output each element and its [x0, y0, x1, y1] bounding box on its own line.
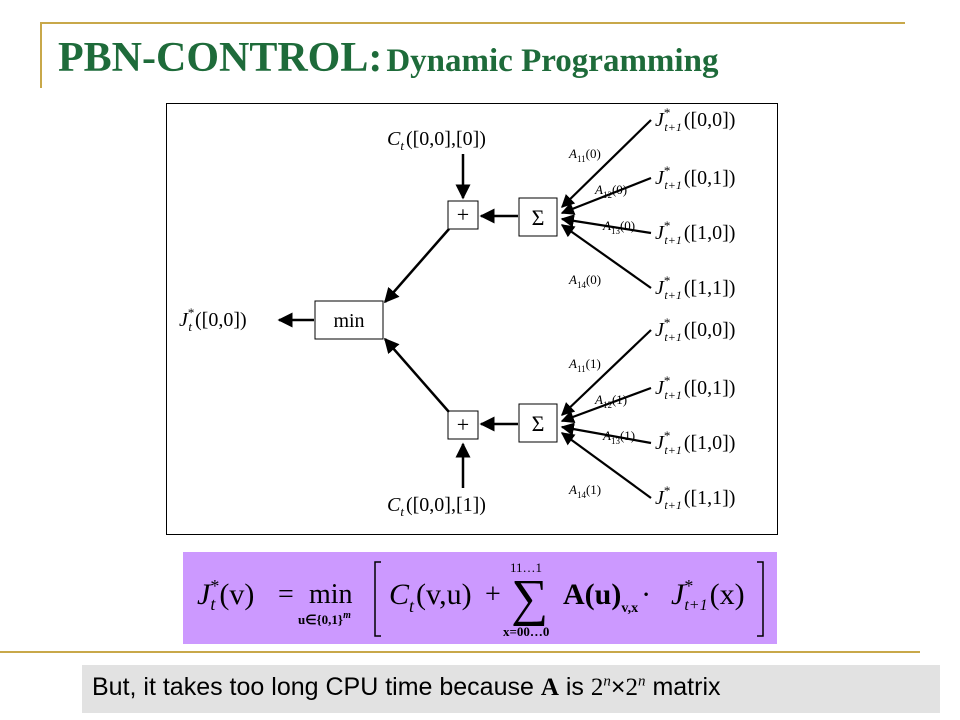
sum-symbol-top: Σ — [532, 205, 545, 230]
edge-weight-label: A12(0) — [594, 182, 627, 200]
right-bracket — [757, 561, 764, 637]
output-label: J*t([0,0]) — [179, 305, 247, 334]
edge-weight-label: A14(1) — [568, 482, 601, 500]
next-state-label: J*t+1([0,1]) — [655, 163, 735, 192]
edge-weight-label: A11(1) — [568, 356, 601, 374]
sum-box-top — [518, 197, 558, 237]
sum-box-bottom — [518, 403, 558, 443]
cost-top-label: Ct([0,0],[0]) — [387, 128, 486, 153]
edge-weight-label: A12(1) — [594, 392, 627, 410]
next-state-label: J*t+1([0,1]) — [655, 373, 735, 402]
note-bold-A: A — [540, 674, 559, 701]
formula-cost: Ct(v,u) — [389, 578, 472, 616]
formula-min: min — [309, 579, 353, 610]
arrow-plus-bottom-to-min — [384, 337, 450, 413]
edge-weight-label: A11(0) — [568, 146, 601, 164]
min-box — [314, 300, 384, 340]
next-state-label: J*t+1([0,0]) — [655, 105, 735, 134]
arrow-plus-top-to-min — [384, 228, 450, 304]
note-matrix-size: 2n×2n — [590, 673, 646, 701]
formula-A-term: A(u)v,x· — [563, 578, 651, 616]
formula-plus: + — [485, 579, 501, 610]
note-is: is — [565, 673, 584, 701]
frame-bottom-line — [0, 651, 920, 653]
title-sub: Dynamic Programming — [386, 43, 719, 79]
next-state-label: J*t+1([1,1]) — [655, 483, 735, 512]
dp-diagram-svg: Ct([0,0],[0]) Ct([0,0],[1]) + + Σ Σ — [179, 105, 735, 519]
formula-lhs: J*t(v) — [197, 576, 254, 614]
edge-arrow — [560, 432, 652, 499]
formula-sum-symbol: ∑ — [511, 570, 548, 627]
edge-arrow — [560, 224, 652, 289]
frame-left-line — [40, 22, 42, 88]
edge-arrow — [560, 386, 652, 424]
edge-arrow — [560, 422, 652, 445]
frame-top-line — [40, 22, 905, 24]
edge-weight-label: A14(0) — [568, 272, 601, 290]
title-main: PBN-CONTROL: — [58, 35, 383, 81]
edge-arrow — [560, 214, 652, 235]
left-bracket — [374, 561, 381, 637]
formula-sum-bottom: x=00…0 — [503, 624, 549, 639]
edge-group: A11(0) J*t+1([0,0]) A12(0) J*t+1([0,1]) A13(… — [560, 105, 735, 512]
next-state-label: J*t+1([0,0]) — [655, 315, 735, 344]
edge-weight-label: A13(0) — [602, 218, 635, 236]
note-prefix: But, it takes too long CPU time because — [92, 673, 534, 701]
plus-box-top — [447, 200, 479, 230]
note-suffix: matrix — [652, 673, 721, 701]
plus-box-bottom — [447, 410, 479, 440]
dp-diagram: Ct([0,0],[0]) Ct([0,0],[1]) + + Σ Σ — [166, 103, 778, 535]
sum-symbol-bottom: Σ — [532, 411, 545, 436]
plus-symbol-bottom: + — [457, 412, 469, 437]
formula-equals: = — [278, 579, 294, 610]
formula-sum-top: 11…1 — [510, 560, 542, 575]
formula-min-sub: u∈{0,1}m — [298, 610, 351, 627]
note-text: But, it takes too long CPU time because … — [92, 673, 721, 702]
plus-symbol-top: + — [457, 202, 469, 227]
formula-svg: J*t(v) = min u∈{0,1}m Ct(v,u) + 11…1 ∑ x… — [197, 560, 764, 639]
next-state-label: J*t+1([1,1]) — [655, 273, 735, 302]
note-bar: But, it takes too long CPU time because … — [82, 665, 940, 713]
bellman-formula: J*t(v) = min u∈{0,1}m Ct(v,u) + 11…1 ∑ x… — [183, 552, 777, 644]
formula-rhs: J*t+1(x) — [671, 576, 745, 614]
edge-arrow — [560, 176, 652, 215]
edge-arrow — [561, 119, 652, 208]
slide-title: PBN-CONTROL: Dynamic Programming — [58, 34, 718, 82]
next-state-label: J*t+1([1,0]) — [655, 218, 735, 247]
edge-arrow — [561, 329, 652, 416]
next-state-label: J*t+1([1,0]) — [655, 428, 735, 457]
cost-bottom-label: Ct([0,0],[1]) — [387, 494, 486, 519]
edge-weight-label: A13(1) — [602, 428, 635, 446]
min-label: min — [333, 310, 364, 332]
